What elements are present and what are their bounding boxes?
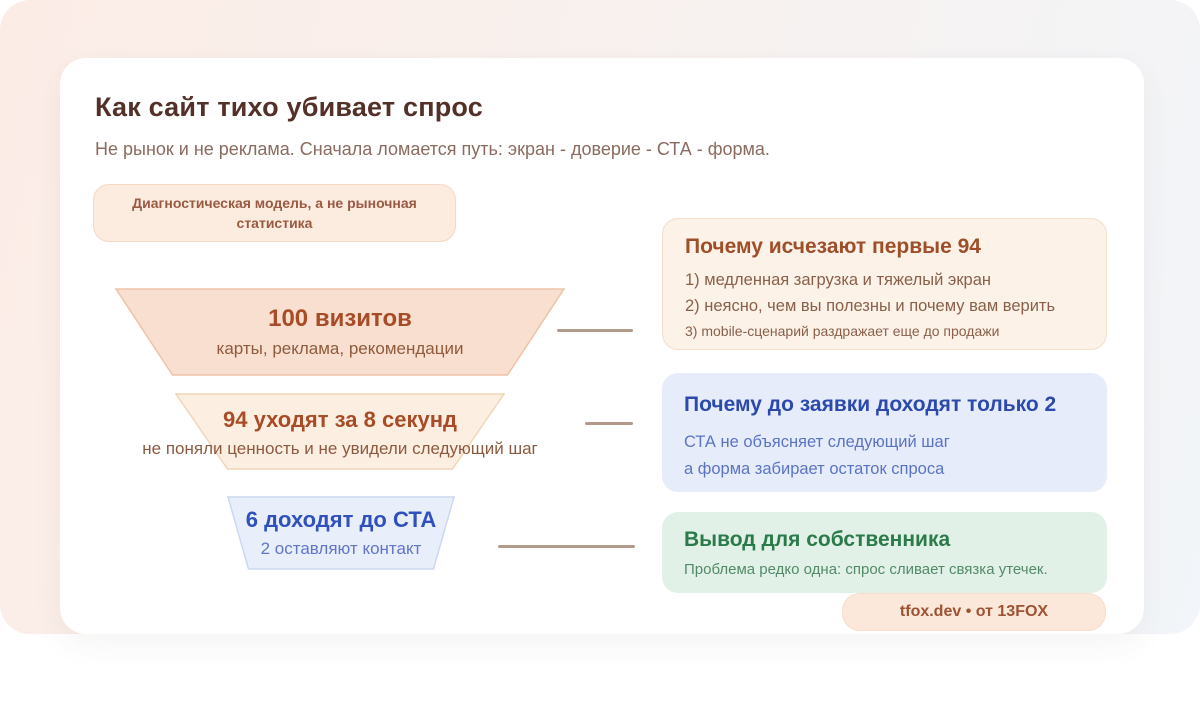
panel-only-2-item-1: СТА не объясняет следующий шаг [684,433,950,451]
stage-1-note: карты, реклама, рекомендации [216,339,464,358]
panel-only-2: Почему до заявки доходят только 2 СТА не… [662,373,1107,492]
stage-2-headline: 94 уходят за 8 секунд [223,407,457,432]
funnel-stage-3-label: 6 доходят до СТА 2 оставляют контакт [197,496,485,570]
model-note-badge-label: Диагностическая модель, а не рыночная ст… [132,194,417,231]
panel-owner-takeaway-title: Вывод для собственника [684,528,951,551]
funnel-stage-2-shape [175,393,505,470]
brand-badge-label: tfox.dev • от 13FOX [899,603,1049,620]
brand-badge[interactable]: tfox.dev • от 13FOX [842,593,1106,631]
stage-1-headline: 100 визитов [268,305,412,332]
panel-first-94-item-1: 1) медленная загрузка и тяжелый экран [685,271,992,289]
funnel-stage-1-label: 100 визитов карты, реклама, рекомендации [115,288,565,376]
stage-3-headline: 6 доходят до СТА [245,507,437,532]
funnel-stage-1-shape [115,288,565,376]
panel-owner-takeaway: Вывод для собственника Проблема редко од… [662,512,1107,593]
panel-first-94: Почему исчезают первые 94 1) медленная з… [662,218,1107,350]
funnel-stage-2-label: 94 уходят за 8 секунд не поняли ценность… [120,393,560,473]
panel-owner-takeaway-item-1: Проблема редко одна: спрос сливает связк… [684,561,1048,578]
connector-line-1 [557,329,633,332]
panel-first-94-item-3: 3) mobile-сценарий раздражает еще до про… [685,322,1000,339]
panel-first-94-title: Почему исчезают первые 94 [685,235,981,258]
funnel-stage-3-shape [227,496,455,570]
panel-only-2-item-2: а форма забирает остаток спроса [684,460,945,479]
panel-only-2-title: Почему до заявки доходят только 2 [684,393,1057,416]
stage-3-note: 2 оставляют контакт [260,539,422,558]
page-subtitle: Не рынок и не реклама. Сначала ломается … [95,139,770,159]
stage-2-note: не поняли ценность и не увидели следующи… [142,439,538,458]
panel-first-94-item-2: 2) неясно, чем вы полезны и почему вам в… [685,297,1056,316]
connector-line-2 [585,422,633,425]
model-note-badge: Диагностическая модель, а не рыночная ст… [93,184,456,242]
connector-line-3 [498,545,635,548]
page-title: Как сайт тихо убивает спрос [95,92,483,122]
